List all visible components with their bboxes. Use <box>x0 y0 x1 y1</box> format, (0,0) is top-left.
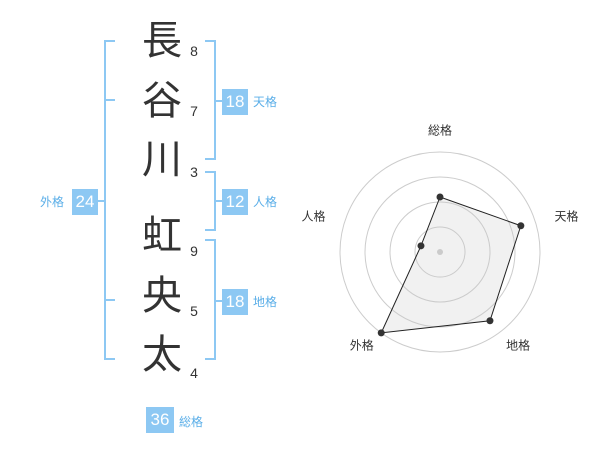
chikaku-badge: 18 <box>222 289 248 315</box>
radar-point-5 <box>417 242 425 250</box>
radar-axis-label-1: 総格 <box>427 123 453 138</box>
char-3: 川 <box>142 137 182 183</box>
stroke-count-6: 4 <box>190 365 198 381</box>
char-5: 央 <box>142 273 182 319</box>
chikaku-label: 地格 <box>253 295 278 309</box>
radar-ring-3 <box>364 176 516 328</box>
radar-ring-1 <box>414 226 466 278</box>
radar-point-3 <box>486 317 494 325</box>
char-6: 太 <box>142 332 182 378</box>
stroke-count-4: 9 <box>190 243 198 259</box>
soukaku-label: 総格 <box>179 415 204 429</box>
soukaku-badge: 36 <box>146 407 174 433</box>
radar-axis-label-2: 天格 <box>554 209 579 224</box>
char-1: 長 <box>142 18 182 64</box>
radar-axis-label-5: 人格 <box>301 209 326 224</box>
char-4: 虹 <box>142 213 182 259</box>
radar-center <box>437 249 443 255</box>
stroke-count-2: 7 <box>190 103 198 119</box>
radar-ring-4 <box>339 151 541 353</box>
stroke-count-3: 3 <box>190 164 198 180</box>
chikaku-bracket <box>205 239 216 360</box>
jinkaku-badge: 12 <box>222 189 248 215</box>
radar-series-polygon <box>380 196 522 334</box>
stroke-count-5: 5 <box>190 303 198 319</box>
radar-point-1 <box>436 193 444 201</box>
radar-point-2 <box>517 222 525 230</box>
radar-axis-label-4: 外格 <box>349 338 374 353</box>
gaikaku-badge: 24 <box>72 189 98 215</box>
stroke-count-1: 8 <box>190 43 198 59</box>
jinkaku-label: 人格 <box>253 195 278 209</box>
radar-axis-label-3: 地格 <box>506 338 531 353</box>
radar-ring-2 <box>389 201 491 303</box>
radar-point-4 <box>377 329 385 337</box>
tenkaku-badge: 18 <box>222 89 248 115</box>
char-2: 谷 <box>142 78 182 124</box>
gaikaku-label: 外格 <box>40 195 65 209</box>
tenkaku-label: 天格 <box>253 95 278 109</box>
